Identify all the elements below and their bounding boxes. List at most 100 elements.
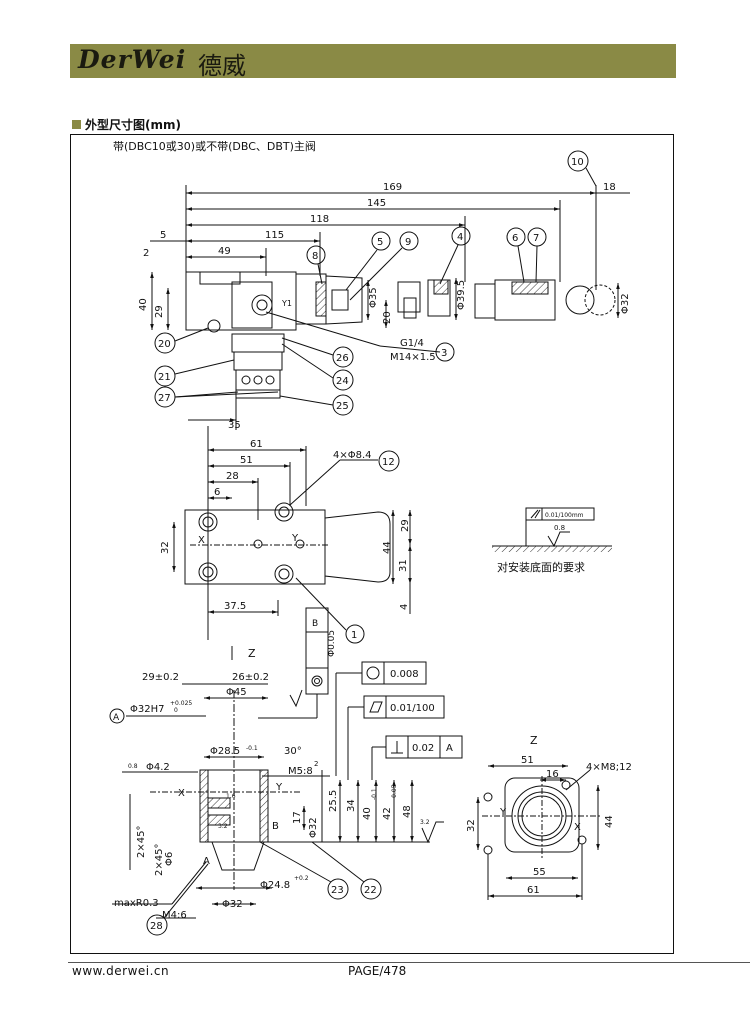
svg-text:0.8: 0.8 [128, 763, 138, 770]
svg-text:23: 23 [331, 885, 344, 896]
svg-text:115: 115 [265, 230, 284, 241]
svg-text:Φ32: Φ32 [620, 293, 631, 314]
svg-text:49: 49 [218, 246, 231, 257]
svg-text:-0.1: -0.1 [371, 788, 378, 800]
svg-text:4: 4 [399, 604, 410, 610]
svg-text:M4:6: M4:6 [162, 910, 187, 921]
svg-text:Φ24.8: Φ24.8 [260, 880, 290, 891]
svg-text:25.5: 25.5 [328, 790, 339, 812]
svg-text:169: 169 [383, 182, 402, 193]
square-bullet-icon [72, 120, 81, 129]
svg-text:Φ45: Φ45 [226, 687, 247, 698]
svg-text:31: 31 [398, 559, 409, 572]
callout-balloons: 1 3 4 5 6 7 8 9 10 12 20 21 22 23 [146, 150, 597, 936]
svg-text:4×M8;12: 4×M8;12 [586, 762, 632, 773]
svg-text:3.2: 3.2 [420, 819, 430, 826]
svg-text:32: 32 [160, 541, 171, 554]
svg-text:Φ28.5: Φ28.5 [210, 746, 240, 757]
svg-text:Φ32: Φ32 [308, 817, 319, 838]
svg-text:32: 32 [466, 819, 477, 832]
svg-text:44: 44 [604, 815, 615, 828]
svg-text:X: X [198, 535, 205, 546]
brand-logo: DerWei [78, 45, 187, 74]
svg-text:9: 9 [405, 237, 411, 248]
svg-text:0.01/100: 0.01/100 [390, 703, 435, 714]
mounting-surface-requirement: 0.01/100mm 0.8 对安装底面的要求 [492, 507, 612, 574]
svg-text:8: 8 [312, 251, 318, 262]
svg-text:51: 51 [240, 455, 253, 466]
svg-text:61: 61 [250, 439, 263, 450]
svg-text:29: 29 [400, 519, 411, 532]
svg-text:G1/4: G1/4 [400, 338, 424, 349]
svg-text:Φ32H7: Φ32H7 [130, 704, 164, 715]
svg-text:M14×1.5: M14×1.5 [390, 352, 436, 363]
svg-text:42: 42 [382, 807, 393, 820]
svg-text:Y1: Y1 [281, 299, 292, 308]
svg-text:37.5: 37.5 [224, 601, 246, 612]
svg-text:35: 35 [228, 420, 241, 431]
svg-text:A: A [446, 743, 453, 754]
svg-text:Z: Z [248, 647, 256, 660]
page-number: PAGE/478 [348, 964, 407, 978]
svg-text:61: 61 [527, 885, 540, 896]
svg-text:2×45°: 2×45° [154, 844, 165, 876]
svg-text:-0.1: -0.1 [246, 745, 258, 752]
svg-text:Φ4.2: Φ4.2 [146, 762, 170, 773]
svg-text:Φ39.5: Φ39.5 [456, 280, 467, 310]
svg-text:21: 21 [158, 372, 171, 383]
svg-text:+0.025: +0.025 [170, 700, 192, 707]
svg-text:40: 40 [138, 298, 149, 311]
svg-text:3: 3 [441, 348, 447, 359]
svg-text:X: X [574, 822, 581, 833]
svg-text:55: 55 [533, 867, 546, 878]
svg-text:-0.05: -0.05 [391, 784, 398, 800]
svg-text:16: 16 [546, 769, 559, 780]
svg-text:0.008: 0.008 [390, 669, 419, 680]
svg-text:6: 6 [512, 233, 518, 244]
svg-text:1.6: 1.6 [226, 793, 236, 800]
plan-view: 61 51 28 6 37.5 X Y 32 [160, 426, 412, 640]
svg-text:A: A [113, 713, 120, 723]
z-view: Z 51 16 4×M8;12 Y X 32 44 55 61 [466, 734, 632, 900]
svg-text:4: 4 [457, 232, 463, 243]
svg-text:28: 28 [150, 921, 163, 932]
svg-text:118: 118 [310, 214, 329, 225]
section-heading: 外型尺寸图(mm) [72, 116, 181, 133]
svg-text:Y: Y [275, 782, 283, 793]
svg-text:Φ35: Φ35 [368, 287, 379, 308]
footer-rule [68, 962, 750, 963]
svg-text:5: 5 [160, 230, 166, 241]
svg-text:B: B [272, 821, 279, 832]
svg-text:28: 28 [226, 471, 239, 482]
svg-text:0.01/100mm: 0.01/100mm [545, 512, 584, 519]
svg-text:7: 7 [533, 233, 539, 244]
svg-text:12: 12 [382, 457, 395, 468]
svg-text:A: A [203, 856, 210, 867]
header-banner: DerWei 德威 [70, 44, 676, 80]
svg-text:18: 18 [603, 182, 616, 193]
svg-text:maxR0.3: maxR0.3 [114, 898, 159, 909]
svg-text:24: 24 [336, 376, 349, 387]
svg-text:40: 40 [362, 807, 373, 820]
side-view-assembly: 169 145 118 115 49 5 18 2 40 29 Y1 [138, 182, 631, 431]
svg-text:48: 48 [402, 805, 413, 818]
svg-text:17: 17 [292, 811, 303, 824]
svg-text:Φ6: Φ6 [164, 852, 175, 866]
svg-text:4×Φ8.4: 4×Φ8.4 [333, 450, 372, 461]
svg-text:30°: 30° [284, 746, 302, 757]
section-view: Z 29±0.2 26±0.2 Φ45 A Φ32H7 +0.025 0 [109, 646, 444, 921]
svg-text:26±0.2: 26±0.2 [232, 672, 269, 683]
svg-text:Φ32: Φ32 [222, 899, 243, 910]
svg-text:2×45°: 2×45° [136, 826, 147, 858]
svg-text:2: 2 [314, 760, 318, 768]
svg-text:1: 1 [351, 630, 357, 641]
gdt-frames: B Φ0.05 0.008 0.01/100 0.02 A [258, 607, 463, 780]
svg-text:对安装底面的要求: 对安装底面的要求 [497, 560, 585, 574]
svg-text:29±0.2: 29±0.2 [142, 672, 179, 683]
svg-text:145: 145 [367, 198, 386, 209]
svg-text:20: 20 [158, 339, 171, 350]
svg-text:10: 10 [571, 157, 584, 168]
svg-text:X: X [178, 788, 185, 799]
svg-text:Z: Z [530, 734, 538, 747]
